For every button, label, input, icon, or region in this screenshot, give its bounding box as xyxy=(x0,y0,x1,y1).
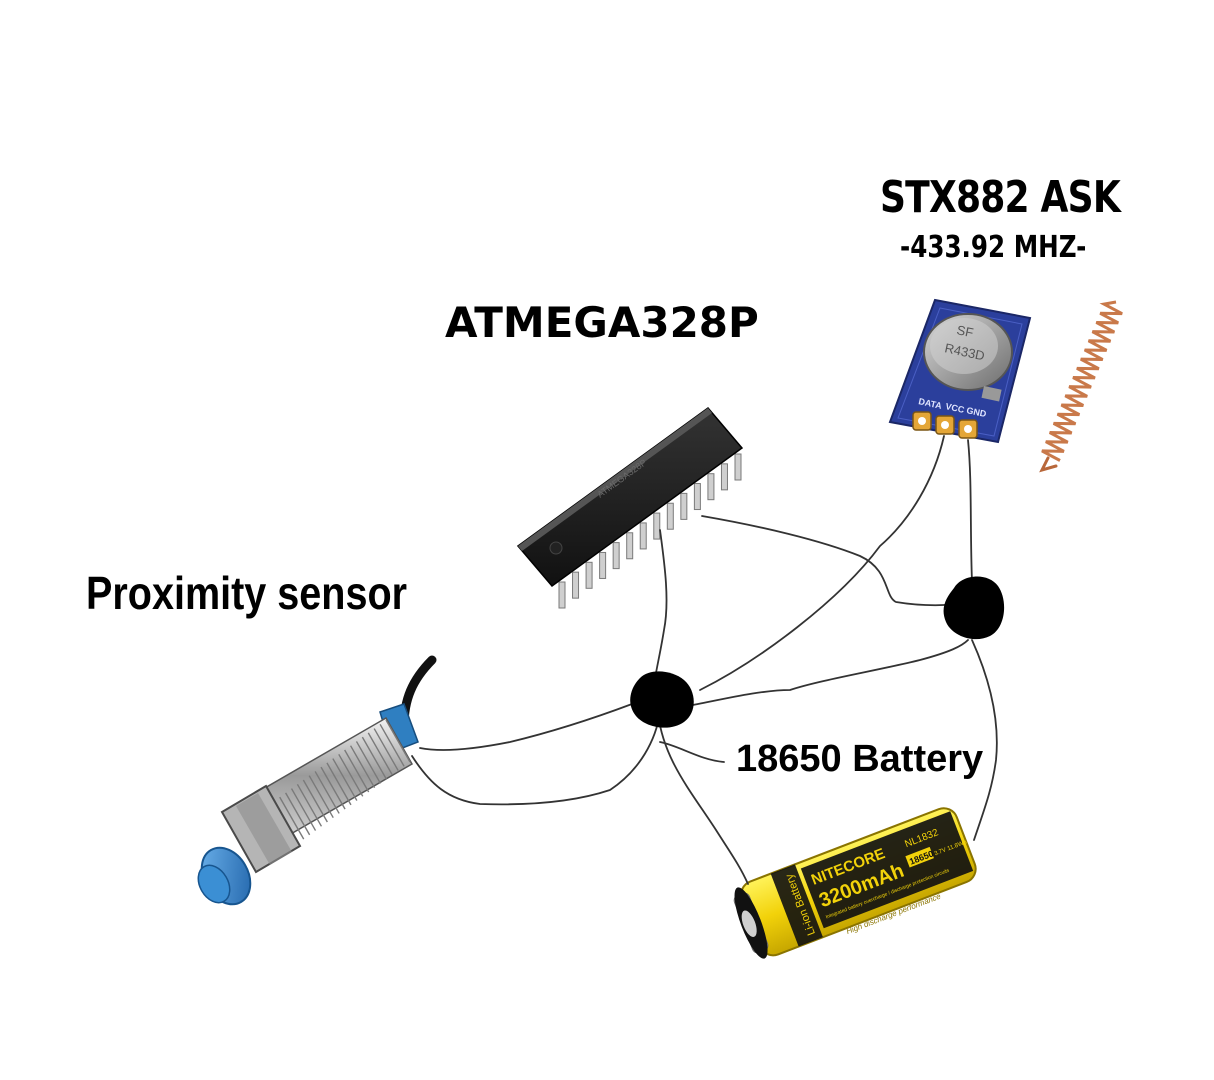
pin-label-gnd: GND xyxy=(966,405,988,419)
wire-junction-left-to-sensor-lower xyxy=(411,711,661,806)
chip-pin xyxy=(639,522,647,550)
proximity-sensor xyxy=(197,655,437,906)
chip-pin xyxy=(707,473,715,501)
chip-pin xyxy=(572,571,580,599)
mcu-title: ATMEGA328P xyxy=(445,298,759,347)
sensor-thread xyxy=(344,749,370,793)
battery-18650: Li-ion Battery NITECORE NL1832 3200mAh 1… xyxy=(733,807,977,959)
wire-junction-right-to-battery xyxy=(971,639,998,841)
wire-chip-to-junction-right xyxy=(701,515,961,607)
transmitter-frequency: -433.92 MHZ- xyxy=(900,230,1087,265)
chip-pin xyxy=(693,483,701,511)
junction-right xyxy=(943,576,1005,640)
sensor-thread xyxy=(379,723,405,767)
wire-junction-left-to-battery xyxy=(657,713,749,885)
wire-junction-left-to-right xyxy=(687,639,969,707)
transmitter-title: STX882 ASK xyxy=(880,172,1121,223)
atmega-chip: ATMEGA328P xyxy=(516,406,744,609)
pin-label-vcc: VCC xyxy=(945,401,966,415)
sensor-thread xyxy=(361,736,387,780)
can-label-line1: SF xyxy=(955,322,974,340)
sensor-thread xyxy=(326,762,352,806)
chip-pin xyxy=(720,463,728,491)
wires xyxy=(411,435,998,885)
sensor-thread xyxy=(367,732,393,776)
wire-gnd-to-junction-right xyxy=(967,439,973,583)
sensor-thread xyxy=(355,741,382,784)
sensor-thread xyxy=(308,775,334,819)
chip-pin xyxy=(585,561,593,589)
chip-pin xyxy=(680,492,688,520)
battery-title: 18650 Battery xyxy=(736,738,984,780)
junction-left xyxy=(630,671,694,728)
chip-pin xyxy=(612,542,620,570)
sensor-thread xyxy=(338,753,364,797)
wire-chip-to-junction-left xyxy=(653,529,668,686)
pin-label-data: DATA xyxy=(918,396,944,411)
sensor-thread xyxy=(279,796,305,840)
sensor-thread xyxy=(314,771,340,814)
sensor-title: Proximity sensor xyxy=(86,567,408,619)
sensor-thread xyxy=(296,783,323,827)
sensor-thread xyxy=(385,719,411,763)
wire-data-to-junction-left xyxy=(699,435,945,691)
chip-pin xyxy=(666,502,674,530)
sensor-thread xyxy=(290,788,317,831)
sensor-thread xyxy=(373,728,399,771)
solder-junctions xyxy=(630,576,1005,728)
chip-pin xyxy=(653,512,661,540)
chip-pin xyxy=(626,532,634,560)
wire-junction-left-to-sensor-upper xyxy=(419,703,633,751)
chip-pin xyxy=(599,551,607,579)
chip-pin xyxy=(558,581,566,609)
transmitter-module: SF R433D DATA VCC GND xyxy=(888,298,1032,444)
sensor-thread xyxy=(349,745,376,789)
chip-pin xyxy=(734,453,742,481)
sensor-thread xyxy=(285,792,311,836)
sensor-thread xyxy=(302,779,328,823)
spring-antenna xyxy=(1039,300,1123,473)
sensor-thread xyxy=(320,766,346,810)
sensor-thread xyxy=(332,758,358,801)
